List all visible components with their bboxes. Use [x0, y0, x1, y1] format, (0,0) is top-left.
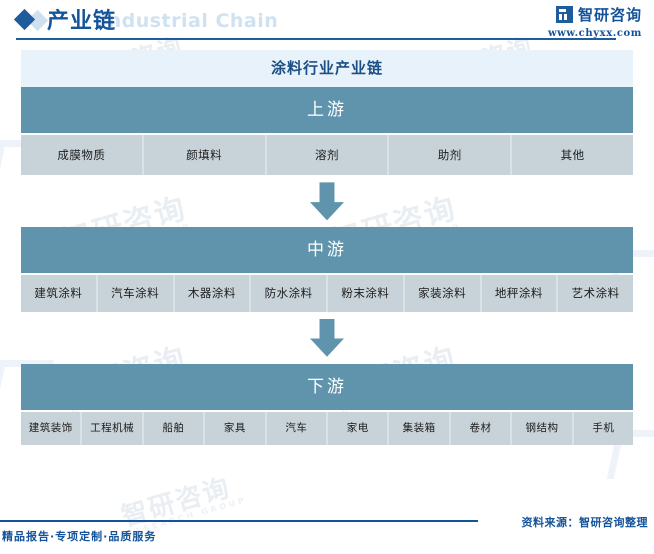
list-item[interactable]: 颜填料	[144, 135, 267, 176]
page-footer: 精品报告·专项定制·品质服务 资料来源：智研咨询整理	[0, 512, 654, 554]
footer-divider	[0, 520, 478, 522]
down-arrow-icon	[310, 318, 344, 357]
list-item[interactable]: 溶剂	[267, 135, 390, 176]
company-logo-icon	[555, 6, 573, 23]
page-header: Industrial Chain 产业链 智研咨询 www.chyxx.com	[0, 0, 654, 45]
flow-arrow-midstream-to-downstream	[21, 312, 633, 364]
list-item[interactable]: 木器涂料	[175, 275, 252, 312]
list-item[interactable]: 卷材	[451, 411, 513, 445]
list-item[interactable]: 防水涂料	[251, 275, 328, 312]
list-item[interactable]: 手机	[592, 421, 615, 434]
band-upstream: 上游	[21, 87, 633, 133]
list-item[interactable]: 家电	[328, 411, 390, 445]
list-item[interactable]: 船舶	[144, 411, 206, 445]
list-item[interactable]: 艺术涂料	[571, 286, 620, 301]
down-arrow-icon	[310, 182, 344, 221]
source-note: 资料来源：智研咨询整理	[521, 516, 648, 529]
industry-chain-diagram: 涂料行业产业链 上游 成膜物质 颜填料 溶剂 助剂 其他 中游 建筑涂料 汽车涂…	[21, 50, 633, 445]
flow-arrow-upstream-to-midstream	[21, 175, 633, 227]
brand-block: 智研咨询 www.chyxx.com	[548, 4, 642, 39]
list-item[interactable]: 建筑涂料	[21, 275, 98, 312]
list-item[interactable]: 成膜物质	[21, 135, 144, 176]
list-item[interactable]: 其他	[560, 148, 585, 162]
chain-title: 涂料行业产业链	[21, 50, 633, 87]
list-item[interactable]: 汽车涂料	[98, 275, 175, 312]
downstream-items-row: 建筑装饰 工程机械 船舶 家具 汽车 家电 集装箱 卷材 钢结构 手机	[21, 411, 633, 445]
list-item[interactable]: 建筑装饰	[21, 411, 83, 445]
header-subtitle: Industrial Chain	[100, 10, 279, 32]
brand-name: 智研咨询	[577, 6, 642, 24]
brand-url[interactable]: www.chyxx.com	[547, 28, 642, 39]
list-item[interactable]: 汽车	[267, 411, 329, 445]
list-item[interactable]: 工程机械	[82, 411, 144, 445]
band-downstream: 下游	[21, 363, 633, 410]
list-item[interactable]: 助剂	[389, 135, 513, 176]
list-item[interactable]: 集装箱	[389, 411, 451, 445]
list-item[interactable]: 钢结构	[512, 411, 574, 445]
list-item[interactable]: 家具	[205, 411, 267, 445]
list-item[interactable]: 地秤涂料	[482, 275, 559, 312]
footer-tagline: 精品报告·专项定制·品质服务	[2, 530, 157, 543]
list-item[interactable]: 粉末涂料	[328, 275, 405, 312]
band-midstream: 中游	[21, 227, 633, 274]
page-title: 产业链	[47, 8, 117, 34]
list-item[interactable]: 家装涂料	[405, 275, 482, 312]
midstream-items-row: 建筑涂料 汽车涂料 木器涂料 防水涂料 粉末涂料 家装涂料 地秤涂料 艺术涂料	[21, 275, 633, 312]
upstream-items-row: 成膜物质 颜填料 溶剂 助剂 其他	[21, 135, 633, 176]
header-divider	[16, 38, 616, 40]
